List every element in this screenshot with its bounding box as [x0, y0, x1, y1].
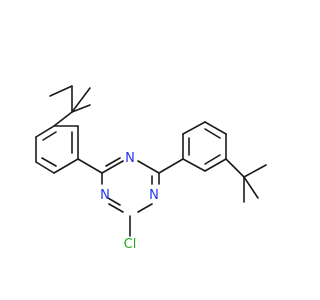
bond	[71, 104, 91, 113]
bond	[107, 197, 121, 206]
bond	[71, 87, 91, 113]
bond	[41, 157, 57, 167]
bond	[182, 121, 206, 135]
nitrogen-atom-label: N	[149, 188, 159, 203]
bond	[158, 158, 184, 174]
bond	[35, 161, 55, 174]
bond	[35, 125, 55, 138]
bonds	[35, 85, 267, 237]
bond	[204, 121, 227, 135]
nitrogen-atom-label: N	[125, 151, 135, 166]
bond	[225, 158, 245, 178]
bond	[243, 176, 259, 199]
bond	[105, 157, 121, 167]
bond	[53, 111, 73, 127]
bond	[204, 158, 227, 172]
bond	[243, 164, 267, 178]
bond	[101, 160, 124, 174]
bond	[137, 160, 160, 174]
nitrogen-atom-label: N	[100, 188, 110, 203]
bond	[108, 203, 124, 213]
bond	[53, 158, 79, 174]
bond	[204, 128, 221, 139]
molecule-diagram: N N N Cl	[35, 85, 267, 252]
bond	[49, 85, 73, 97]
bond	[204, 154, 221, 165]
chlorine-atom-label: Cl	[124, 237, 137, 252]
atom-labels: N N N Cl	[100, 151, 159, 252]
bond	[182, 158, 206, 172]
bond	[77, 158, 103, 174]
molecule-structure: N N N Cl	[35, 85, 267, 252]
bond	[42, 131, 57, 141]
bond	[137, 203, 153, 213]
